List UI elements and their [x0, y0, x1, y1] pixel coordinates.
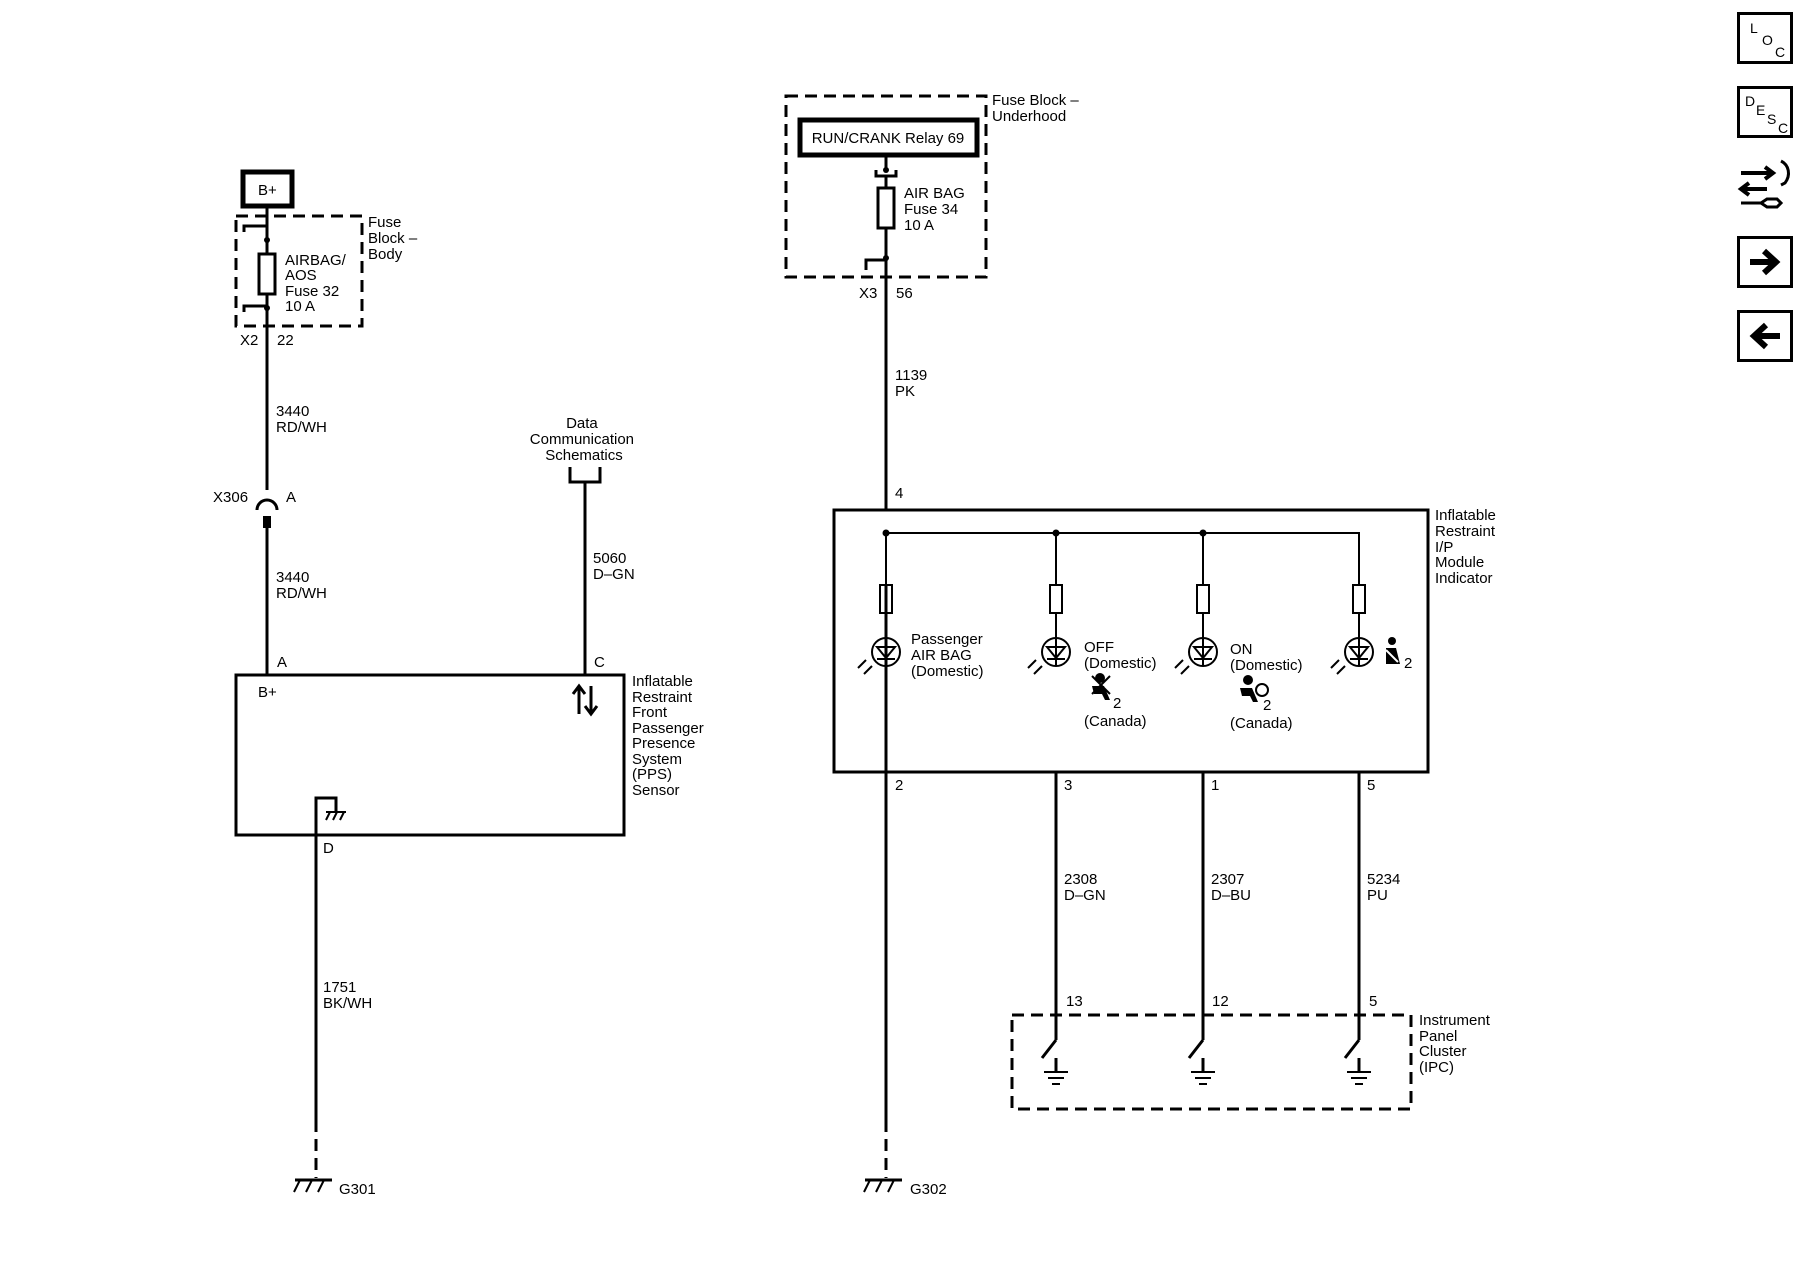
loc-letter-c: C [1775, 44, 1786, 60]
wire-5060-label: 5060 D–GN [593, 550, 635, 583]
ground-g301-icon [293, 1178, 332, 1193]
battery-positive-label: B+ [258, 182, 277, 199]
fuse-block-body-label: Fuse Block – Body [368, 214, 421, 263]
fuse-32-element [257, 252, 277, 296]
ground-g302-label: G302 [910, 1181, 947, 1198]
run-crank-relay-box [797, 117, 980, 158]
wire-5234-label: 5234 PU [1367, 871, 1405, 904]
connector-x306-label: X306 [213, 489, 248, 506]
fuse-block-underhood-label: Fuse Block – Underhood [992, 92, 1083, 125]
module-pin-d: D [323, 840, 334, 857]
lamp2-canada-label: (Canada) [1084, 713, 1147, 730]
wrench-arrows-icon [1737, 159, 1790, 209]
ip-module-indicator-label: Inflatable Restraint I/P Module Indicato… [1435, 507, 1500, 587]
lamp2-label: OFF (Domestic) [1084, 639, 1157, 672]
lamp3-canada-label: (Canada) [1230, 715, 1293, 732]
lamp2-resistor [1049, 584, 1063, 614]
ground-g302-icon [863, 1178, 902, 1193]
fuse-block-body-box [234, 214, 364, 328]
lamp3-label: ON (Domestic) [1230, 641, 1303, 674]
connector-x3-label: X3 [859, 285, 877, 302]
lamp4-resistor [1352, 584, 1366, 614]
ip-module-indicator [832, 508, 1430, 774]
desc-letter-e: E [1756, 102, 1766, 118]
module-pin-5: 5 [1367, 777, 1375, 794]
lamp1-label: Passenger AIR BAG (Domestic) [911, 631, 987, 680]
pps-sensor-label: Inflatable Restraint Front Passenger Pre… [632, 673, 708, 799]
airbag-on-person-icon [1240, 675, 1269, 702]
lamp3-superscript: 2 [1263, 697, 1271, 714]
previous-page-button[interactable] [1737, 310, 1793, 362]
ipc-box [1010, 1013, 1413, 1111]
ipc-pin-13: 13 [1066, 993, 1083, 1010]
desc-letter-d: D [1745, 93, 1756, 109]
connector-x2-pin: 22 [277, 332, 294, 349]
ipc-switch-1 [1040, 1039, 1068, 1085]
loc-letter-l: L [1750, 20, 1758, 36]
module-pin-3: 3 [1064, 777, 1072, 794]
pps-sensor-module [234, 673, 626, 837]
lamp2-superscript: 2 [1113, 695, 1121, 712]
airbag-off-person-icon [1091, 673, 1111, 700]
wire-3440-lower-label: 3440 RD/WH [276, 569, 327, 602]
connector-x2-label: X2 [240, 332, 258, 349]
lamp4-superscript: 2 [1404, 655, 1412, 672]
seatbelt-person-icon [1385, 637, 1400, 664]
connector-x3-pin: 56 [896, 285, 913, 302]
module-pin-a: A [277, 654, 287, 671]
ipc-pin-5: 5 [1369, 993, 1377, 1010]
wire-3440-upper-label: 3440 RD/WH [276, 403, 327, 436]
module-pin-1: 1 [1211, 777, 1219, 794]
internal-ground-icon [314, 796, 346, 835]
ipc-switch-2 [1187, 1039, 1215, 1085]
desc-letter-c: C [1778, 120, 1789, 136]
run-crank-relay-label: RUN/CRANK Relay 69 [812, 130, 965, 147]
arrow-right-icon [1750, 248, 1781, 276]
connector-x306-pin: A [286, 489, 296, 506]
description-button[interactable]: D E S C [1737, 86, 1793, 138]
ipc-switch-3 [1343, 1039, 1371, 1085]
lamp-off-led-icon [1027, 637, 1071, 675]
ipc-label: Instrument Panel Cluster (IPC) [1419, 1012, 1494, 1076]
ground-g301-label: G301 [339, 1181, 376, 1198]
data-bidirectional-icon [571, 683, 599, 717]
lamp3-resistor [1196, 584, 1210, 614]
arrow-left-icon [1749, 322, 1780, 350]
next-page-button[interactable] [1737, 236, 1793, 288]
wire-2307-label: 2307 D–BU [1211, 871, 1251, 904]
lamp-on-led-icon [1174, 637, 1218, 675]
location-button[interactable]: L O C [1737, 12, 1793, 64]
module-pin-2: 2 [895, 777, 903, 794]
lamp-seatbelt-led-icon [1330, 637, 1374, 675]
fuse-34-element [876, 186, 896, 230]
wire-1139-label: 1139 PK [895, 367, 931, 400]
wire-2308-label: 2308 D–GN [1064, 871, 1106, 904]
module-pin-4: 4 [895, 485, 903, 502]
connector-x306-symbol [255, 498, 279, 511]
wire-1751-label: 1751 BK/WH [323, 979, 372, 1012]
wrench-arrows-button[interactable] [1737, 155, 1793, 209]
module-pin-c: C [594, 654, 605, 671]
lamp-passenger-airbag-led-icon [857, 637, 901, 675]
fuse-34-label: AIR BAG Fuse 34 10 A [904, 185, 969, 234]
fuse-32-label: AIRBAG/ AOS Fuse 32 10 A [285, 252, 350, 315]
data-communication-label: Data Communication Schematics [530, 415, 638, 464]
module-bplus-label: B+ [258, 684, 277, 701]
desc-letter-s: S [1767, 111, 1777, 127]
ipc-pin-12: 12 [1212, 993, 1229, 1010]
loc-letter-o: O [1762, 32, 1773, 48]
